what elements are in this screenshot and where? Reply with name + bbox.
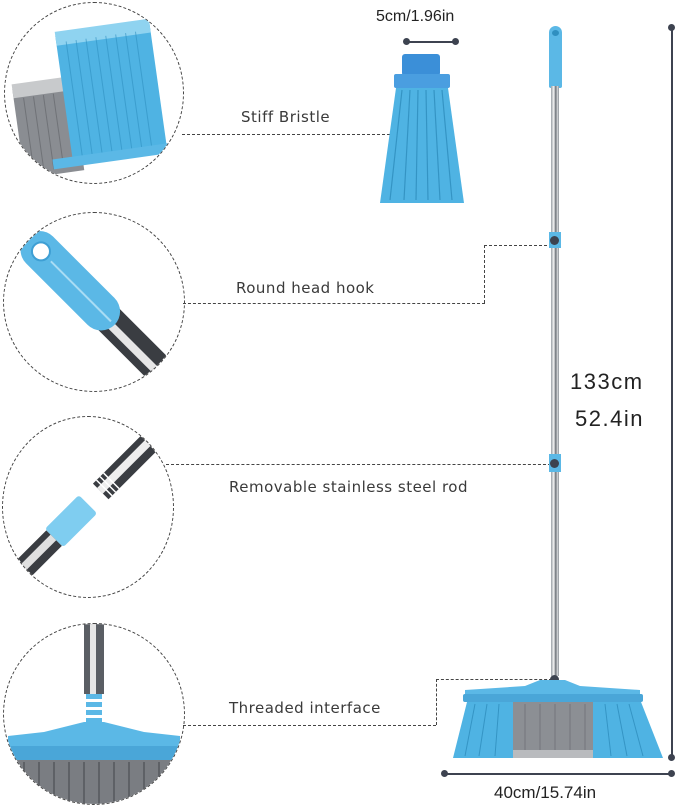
round-head-hook-label: Round head hook	[236, 279, 375, 297]
hook-closeup-image	[20, 230, 168, 378]
stiff-bristle-label: Stiff Bristle	[241, 108, 331, 126]
height-dot-bottom	[668, 754, 675, 761]
head-width-line	[406, 41, 456, 43]
height-in-label: 52.4in	[575, 406, 644, 431]
broom-rod-upper	[551, 86, 559, 232]
height-dot-top	[668, 24, 675, 31]
threaded-interface-leader	[183, 725, 436, 726]
width-dimension-line	[444, 773, 673, 775]
threaded-interface-leader-vertical	[436, 679, 437, 725]
threaded-interface-closeup	[3, 623, 185, 805]
round-head-hook-leader-vertical	[484, 245, 485, 303]
width-dot-right	[668, 770, 675, 777]
broom-rod-middle	[551, 248, 559, 454]
small-broom-head-image	[380, 54, 464, 203]
threaded-interface-leader-top	[436, 679, 552, 680]
rod-bottom-dot	[550, 675, 559, 684]
rod-connector-1-dot	[550, 236, 559, 245]
height-cm-label: 133cm	[570, 369, 644, 394]
broom-head-image	[453, 680, 663, 758]
height-dimension-line	[671, 28, 673, 758]
removable-rod-closeup	[2, 416, 174, 598]
broom-width-label: 40cm/15.74in	[494, 783, 597, 802]
removable-rod-leader	[166, 464, 551, 465]
broom-hook-hole	[552, 30, 559, 36]
round-head-hook-closeup	[3, 212, 185, 392]
stiff-bristle-closeup	[4, 2, 184, 184]
rod-closeup-image	[3, 427, 166, 589]
rod-connector-2-dot	[550, 459, 559, 468]
thread-closeup-image	[8, 624, 184, 804]
threaded-interface-label: Threaded interface	[229, 699, 381, 717]
broom-hook-top	[549, 26, 562, 88]
head-width-dot-right	[452, 38, 459, 45]
stiff-bristle-leader	[182, 134, 390, 135]
round-head-hook-leader	[183, 303, 485, 304]
removable-rod-label: Removable stainless steel rod	[229, 478, 469, 496]
broom-rod-lower	[551, 472, 559, 676]
round-head-hook-leader-top	[484, 245, 552, 246]
head-width-dimension: 5cm/1.96in	[376, 8, 455, 25]
bristle-closeup-image	[11, 18, 173, 179]
